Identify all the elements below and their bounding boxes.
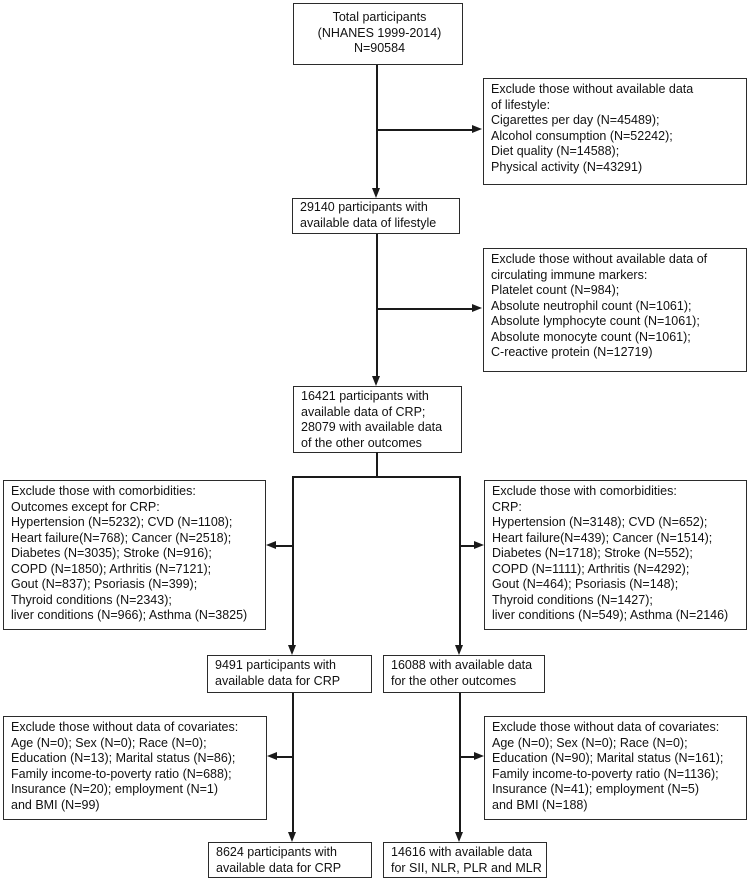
left-arrow-icon (267, 752, 277, 760)
box-crp-8624: 8624 participants with available data fo… (208, 842, 372, 878)
flow-line (376, 234, 378, 378)
down-arrow-icon (455, 645, 463, 655)
box-exclude-covariates-right-text: Exclude those without data of covariates… (492, 720, 724, 812)
box-crp-9491-text: 9491 participants with available data fo… (215, 658, 341, 688)
box-crp-8624-text: 8624 participants with available data fo… (216, 845, 342, 875)
down-arrow-icon (455, 832, 463, 842)
flow-line (459, 693, 461, 834)
box-outcomes-16088: 16088 with available data for the other … (383, 655, 545, 693)
box-final-14616-text: 14616 with available data for SII, NLR, … (391, 845, 542, 875)
box-crp-9491: 9491 participants with available data fo… (207, 655, 372, 693)
box-lifestyle-participants: 29140 participants with available data o… (292, 198, 460, 234)
flow-line (376, 65, 378, 191)
left-arrow-icon (266, 541, 276, 549)
box-crp-outcomes-participants: 16421 participants with available data o… (293, 386, 462, 453)
right-arrow-icon (472, 125, 482, 133)
box-final-14616: 14616 with available data for SII, NLR, … (383, 842, 547, 878)
down-arrow-icon (372, 376, 380, 386)
box-exclude-covariates-right: Exclude those without data of covariates… (484, 716, 747, 820)
down-arrow-icon (372, 188, 380, 198)
down-arrow-icon (288, 832, 296, 842)
box-exclude-lifestyle: Exclude those without available data of … (483, 78, 747, 185)
flow-line (460, 756, 475, 758)
box-crp-outcomes-participants-text: 16421 participants with available data o… (301, 389, 443, 450)
box-exclude-immune-markers-text: Exclude those without available data of … (491, 252, 708, 359)
right-arrow-icon (472, 304, 482, 312)
box-exclude-comorbidities-right: Exclude those with comorbidities: CRP: H… (484, 480, 747, 630)
box-exclude-covariates-left-text: Exclude those without data of covariates… (11, 720, 239, 812)
box-total-participants-text: Total participants (NHANES 1999-2014) N=… (317, 10, 442, 55)
right-arrow-icon (474, 752, 484, 760)
box-exclude-covariates-left: Exclude those without data of covariates… (3, 716, 267, 820)
box-exclude-immune-markers: Exclude those without available data of … (483, 248, 747, 372)
flow-line (459, 476, 461, 647)
down-arrow-icon (288, 645, 296, 655)
box-exclude-comorbidities-left-text: Exclude those with comorbidities: Outcom… (11, 484, 248, 622)
box-exclude-comorbidities-right-text: Exclude those with comorbidities: CRP: H… (492, 484, 729, 622)
flow-line (275, 545, 294, 547)
flow-line (377, 129, 472, 131)
box-lifestyle-participants-text: 29140 participants with available data o… (300, 200, 437, 230)
flow-line (292, 476, 461, 478)
flow-line (460, 545, 475, 547)
flow-line (276, 756, 294, 758)
box-exclude-lifestyle-text: Exclude those without available data of … (491, 82, 694, 174)
flow-line (292, 693, 294, 834)
box-outcomes-16088-text: 16088 with available data for the other … (391, 658, 533, 688)
right-arrow-icon (474, 541, 484, 549)
box-exclude-comorbidities-left: Exclude those with comorbidities: Outcom… (3, 480, 266, 630)
flow-line (377, 308, 472, 310)
flow-line (376, 452, 378, 477)
box-total-participants: Total participants (NHANES 1999-2014) N=… (293, 3, 463, 65)
flow-line (292, 476, 294, 647)
